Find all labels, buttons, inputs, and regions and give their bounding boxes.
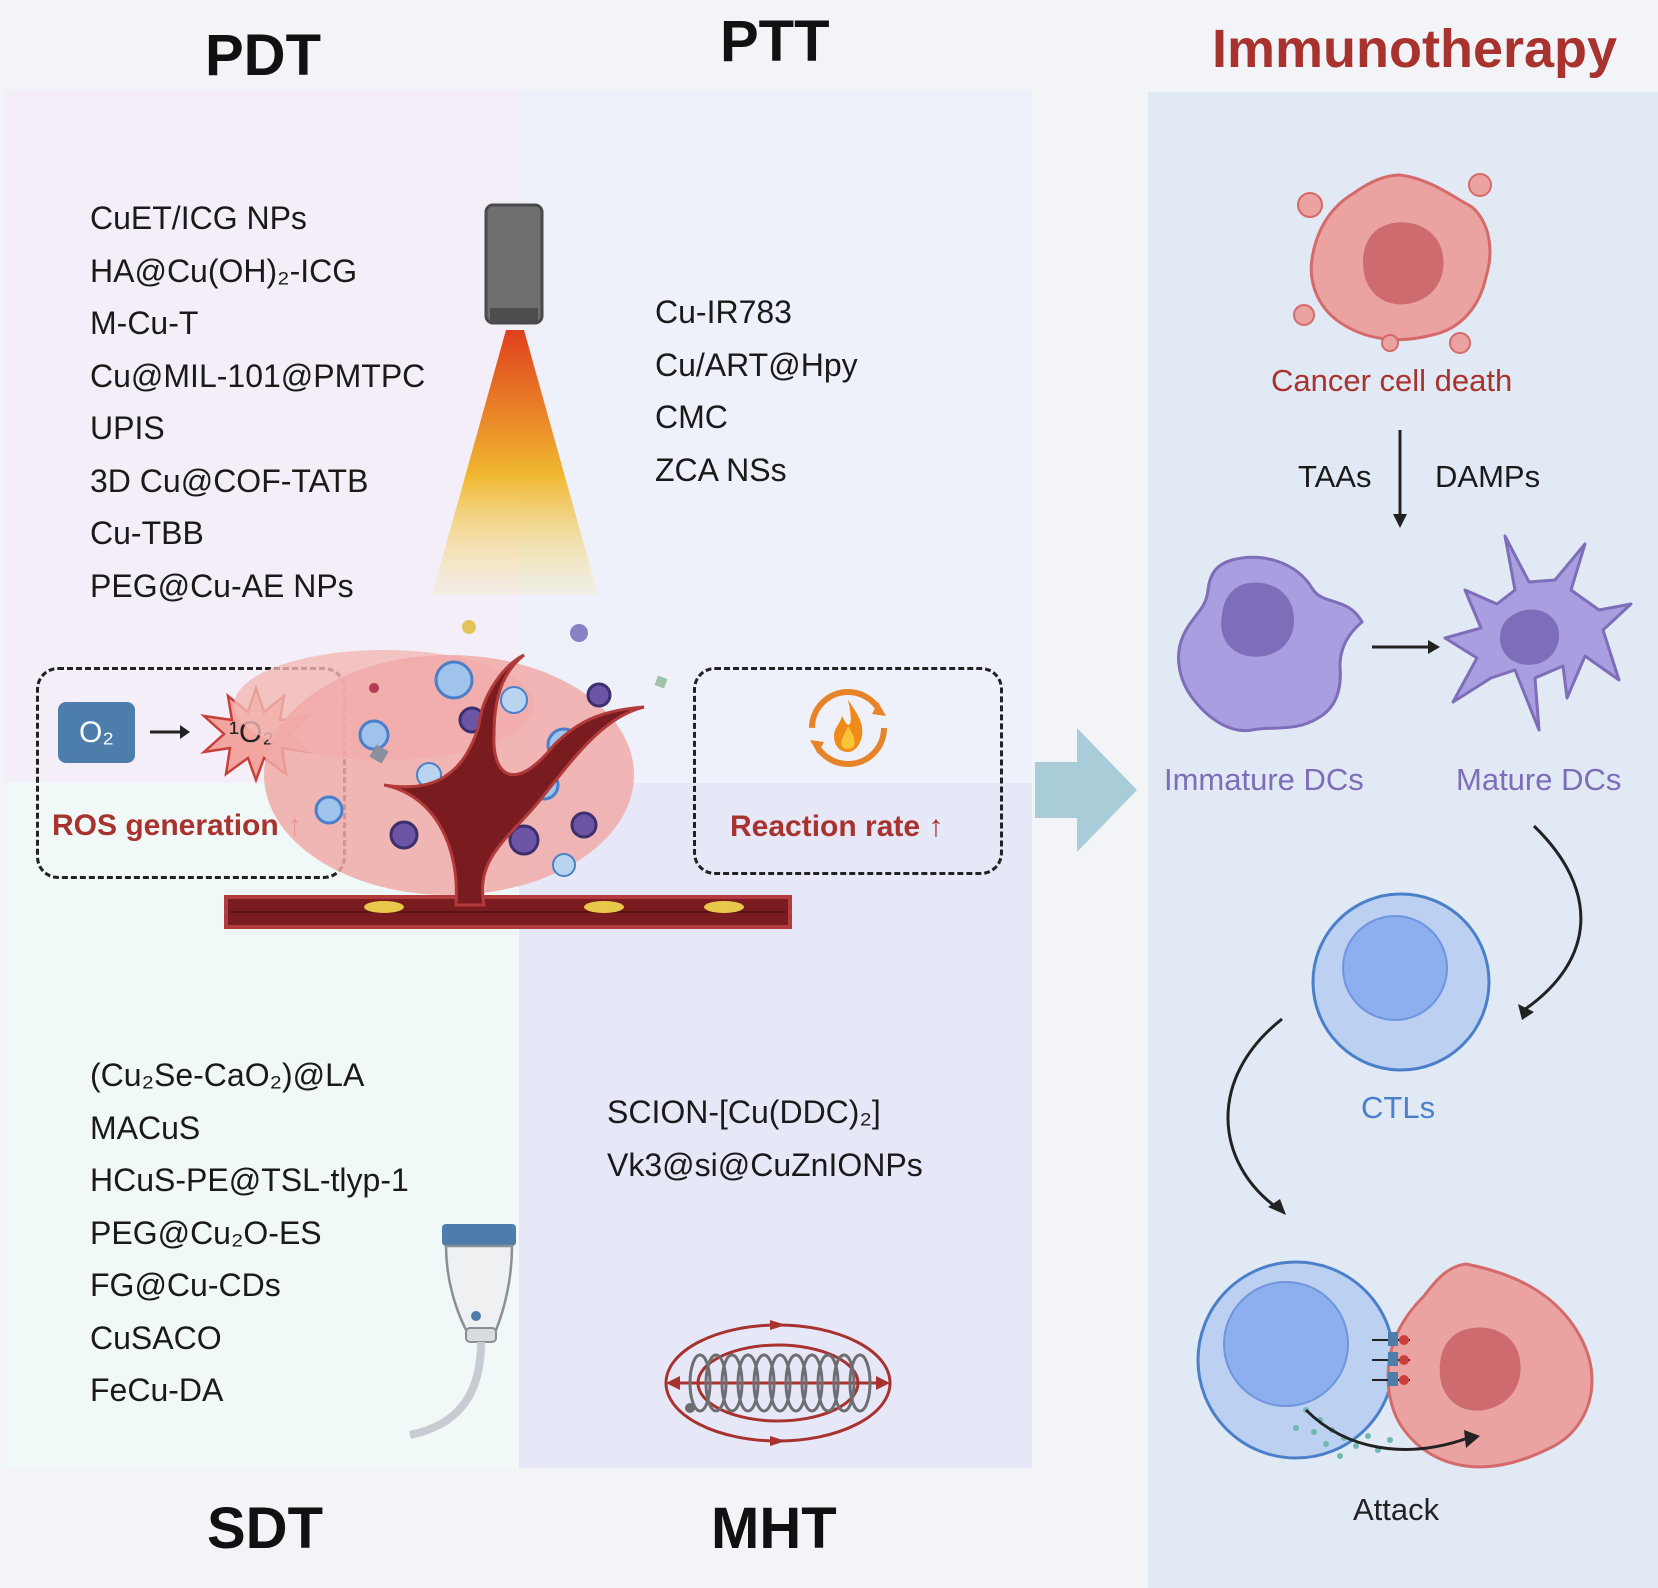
list-item: FeCu-DA [90,1372,224,1408]
list-item: PEG@Cu₂O-ES [90,1214,322,1251]
list-item: Cu-TBB [90,515,204,551]
list-item: CMC [655,399,728,435]
curved-arrow-icon [1226,1017,1286,1215]
ctl-cell-icon [1311,892,1491,1072]
list-item: Cu/ART@Hpy [655,346,858,383]
mht-agent-list: SCION-[Cu(DDC)₂] Vk3@si@CuZnIONPs [607,1086,923,1191]
immature-dcs-label: Immature DCs [1164,762,1364,797]
list-item: UPIS [90,410,165,446]
down-arrow-icon [1393,430,1407,528]
list-item: ZCA NSs [655,451,787,488]
damps-label: DAMPs [1435,459,1541,494]
list-item: Cu@MIL-101@PMTPC [90,357,426,394]
big-arrow-icon [1035,728,1137,852]
attack-label: Attack [1353,1492,1440,1527]
list-item: CuET/ICG NPs [90,200,307,236]
sdt-agent-list: (Cu₂Se-CaO₂)@LA MACuS HCuS-PE@TSL-tlyp-1… [90,1049,409,1417]
immature-dc-icon [1177,555,1364,733]
pdt-agent-list: CuET/ICG NPs HA@Cu(OH)₂-ICG M-Cu-T Cu@MI… [90,192,425,612]
mature-dcs-label: Mature DCs [1456,762,1622,797]
ptt-agent-list: Cu-IR783 Cu/ART@Hpy CMC ZCA NSs [655,286,858,496]
list-item: MACuS [90,1109,201,1146]
taas-label: TAAs [1298,459,1372,494]
fire-icon [809,689,887,767]
list-item: (Cu₂Se-CaO₂)@LA [90,1057,365,1093]
cancer-cell-icon [1293,173,1492,354]
list-item: SCION-[Cu(DDC)₂] [607,1094,881,1130]
sdt-title: SDT [207,1496,323,1561]
curved-arrow-icon [1518,824,1583,1020]
pdt-title: PDT [205,23,321,88]
list-item: M-Cu-T [90,305,199,341]
list-item: Cu-IR783 [655,294,792,330]
reaction-rate-label: Reaction rate ↑ [730,810,944,843]
ptt-title: PTT [720,9,830,74]
mature-dc-icon [1443,534,1633,732]
ros-generation-label: ROS generation ↑ [52,809,303,842]
mht-title: MHT [711,1496,837,1561]
list-item: FG@Cu-CDs [90,1267,281,1303]
ctls-label: CTLs [1361,1090,1436,1125]
magnetic-coil-icon [664,1320,892,1446]
list-item: HCuS-PE@TSL-tlyp-1 [90,1162,409,1198]
ctl-attack-icon [1196,1260,1594,1469]
list-item: CuSACO [90,1319,222,1356]
o2-badge: O₂ [58,702,135,763]
laser-icon [432,203,598,595]
immunotherapy-title: Immunotherapy [1212,19,1618,79]
list-item: 3D Cu@COF-TATB [90,462,369,499]
list-item: HA@Cu(OH)₂-ICG [90,252,358,289]
list-item: Vk3@si@CuZnIONPs [607,1146,923,1183]
ultrasound-probe-icon [409,1224,516,1439]
tumor-vessel-icon [224,620,792,929]
list-item: PEG@Cu-AE NPs [90,567,354,604]
reaction-rate-box [693,667,1003,875]
arrow-right-icon [150,725,190,739]
arrow-right-icon [1372,640,1440,654]
cancer-cell-death-label: Cancer cell death [1271,363,1513,398]
